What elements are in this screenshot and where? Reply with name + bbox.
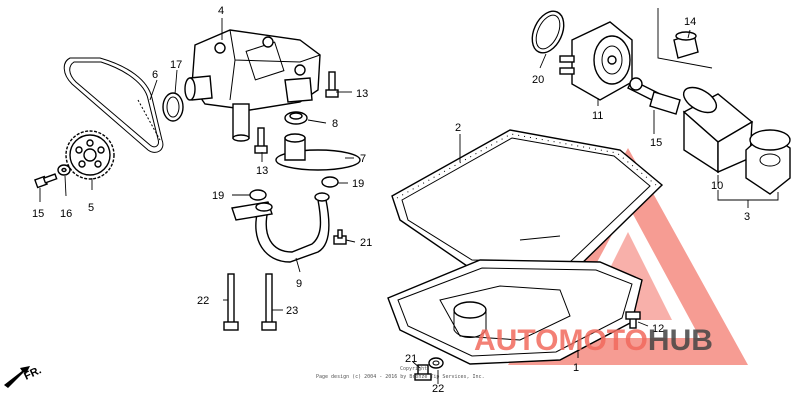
callout-12: 12 <box>652 323 664 335</box>
washer-22-part <box>428 357 444 369</box>
oring-19-left-part <box>249 189 267 201</box>
callout-16: 15 <box>32 208 44 220</box>
watermark-word-automoto: AUTOMOTOHUB <box>474 324 713 357</box>
bolt-23-part <box>333 229 347 245</box>
callout-3: 3 <box>744 211 750 223</box>
callout-1: 1 <box>573 362 579 374</box>
oring-20-part <box>531 10 565 54</box>
oil-pipe-9-part <box>231 192 330 263</box>
oil-pan-1-part <box>387 235 643 365</box>
bolt-13-lower-part <box>254 127 268 154</box>
callout-17: 16 <box>60 208 72 220</box>
copyright-line-2: Page design (c) 2004 - 2016 by Bronze Ti… <box>316 374 485 380</box>
oil-filter-10-part <box>682 86 754 174</box>
bolt-13-upper-part <box>325 71 339 98</box>
bolt-16-part <box>34 173 58 189</box>
watermark-word-a: AUTOMOTO <box>474 324 648 357</box>
callout-24: 22 <box>197 295 209 307</box>
callout-11: 11 <box>592 110 603 122</box>
washer-17-part <box>57 164 71 176</box>
oring-18-part <box>162 92 184 122</box>
leader-lines <box>39 18 719 384</box>
bolt-24-part <box>223 273 239 331</box>
callout-5: 5 <box>88 202 94 214</box>
oil-filter-3-part <box>745 129 791 195</box>
sprocket-part <box>65 130 115 180</box>
callout-20: 20 <box>532 74 544 86</box>
fitting-14-part <box>673 31 699 59</box>
callout-7: 7 <box>360 153 366 165</box>
oring-19-right-part <box>321 176 339 188</box>
callout-8: 8 <box>332 118 338 130</box>
bolt-12-part <box>625 311 641 329</box>
oil-cooler-11-part <box>559 21 633 101</box>
callout-21: 21 <box>405 353 417 365</box>
callout-23: 21 <box>360 237 372 249</box>
callout-25: 23 <box>286 305 298 317</box>
callout-13-lower: 13 <box>256 165 268 177</box>
callout-13-upper: 13 <box>356 88 368 100</box>
callout-19-right: 19 <box>352 178 364 190</box>
callout-4: 4 <box>218 5 224 17</box>
chain-part <box>63 57 164 153</box>
bolt-15-part <box>627 77 681 115</box>
gasket-2-part <box>391 129 664 271</box>
bolt-25-part <box>261 273 277 331</box>
callout-6: 6 <box>152 69 158 81</box>
callout-22: 22 <box>432 383 444 395</box>
callout-14: 14 <box>684 16 696 28</box>
watermark-word-b: HUB <box>648 324 713 357</box>
oil-pump-part <box>184 29 321 142</box>
callout-9: 9 <box>296 278 302 290</box>
strainer-7-part <box>275 133 361 171</box>
callout-2: 2 <box>455 122 461 134</box>
seal-8-part <box>284 111 308 125</box>
front-direction-arrow-icon <box>4 366 30 388</box>
callout-18: 17 <box>170 59 182 71</box>
callout-19-left: 19 <box>212 190 224 202</box>
callout-10: 10 <box>711 180 723 192</box>
drain-bolt-21-part <box>414 364 432 381</box>
copyright-line-1: Copyright <box>400 366 427 372</box>
callout-15: 15 <box>650 137 662 149</box>
